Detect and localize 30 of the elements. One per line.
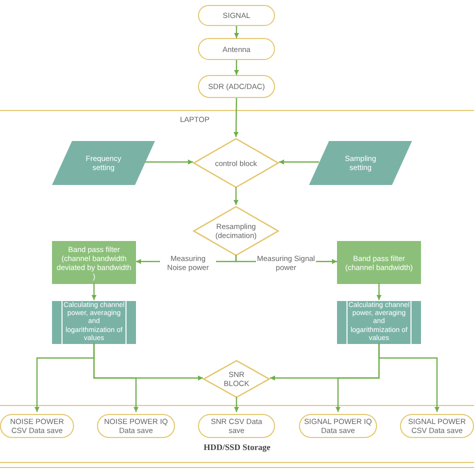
input-parallelogram bbox=[52, 141, 155, 185]
terminal-box bbox=[0, 414, 74, 438]
input-parallelogram bbox=[309, 141, 412, 185]
arrow bbox=[145, 160, 193, 164]
storage-label: HDD/SSD Storage bbox=[202, 442, 272, 452]
predefined-process-box bbox=[52, 301, 136, 344]
terminal-box bbox=[97, 414, 175, 438]
arrow bbox=[234, 26, 239, 38]
arrow bbox=[270, 343, 380, 380]
decision-diamond bbox=[193, 206, 279, 256]
arrow bbox=[234, 397, 239, 412]
arrow bbox=[279, 160, 319, 164]
arrow bbox=[234, 60, 239, 75]
storage-band bbox=[0, 405, 474, 463]
arrow bbox=[376, 283, 382, 300]
terminal-box bbox=[400, 414, 474, 438]
arrow bbox=[234, 98, 239, 137]
terminal-box bbox=[198, 414, 275, 438]
arrow bbox=[92, 283, 96, 300]
decision-diamond bbox=[203, 360, 270, 398]
process-box bbox=[337, 241, 421, 284]
laptop-region bbox=[0, 110, 474, 468]
terminal-box bbox=[198, 38, 275, 60]
predefined-process-box bbox=[337, 301, 421, 344]
terminal-box bbox=[198, 5, 275, 26]
terminal-box bbox=[299, 414, 377, 438]
arrow bbox=[234, 187, 238, 205]
terminal-box bbox=[198, 75, 275, 98]
decision-diamond bbox=[193, 138, 279, 188]
arrow bbox=[93, 343, 203, 380]
